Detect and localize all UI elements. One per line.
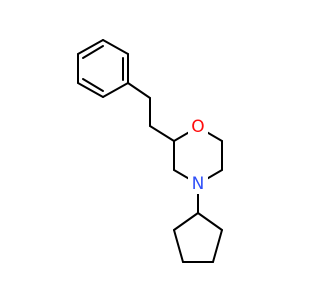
benzene-ring bbox=[77, 39, 129, 98]
cyclopentyl-ring bbox=[173, 212, 223, 263]
atom-label-n: N bbox=[192, 174, 205, 194]
molecule-structure-diagram: O N bbox=[77, 39, 223, 263]
bond bbox=[197, 212, 223, 231]
bond bbox=[173, 229, 184, 263]
atom-label-o: O bbox=[191, 117, 204, 137]
atom-nitrogen: N bbox=[188, 174, 208, 194]
bond bbox=[173, 212, 199, 231]
double-bond-inner bbox=[82, 78, 104, 92]
bond bbox=[77, 82, 104, 98]
bond bbox=[102, 82, 129, 98]
bond bbox=[77, 39, 104, 55]
double-bond-inner bbox=[82, 45, 104, 59]
bond bbox=[127, 82, 151, 99]
bond bbox=[212, 229, 223, 263]
bond bbox=[149, 125, 175, 142]
atom-oxygen: O bbox=[188, 117, 208, 137]
ethyl-linker bbox=[127, 82, 175, 142]
bond bbox=[102, 39, 129, 55]
